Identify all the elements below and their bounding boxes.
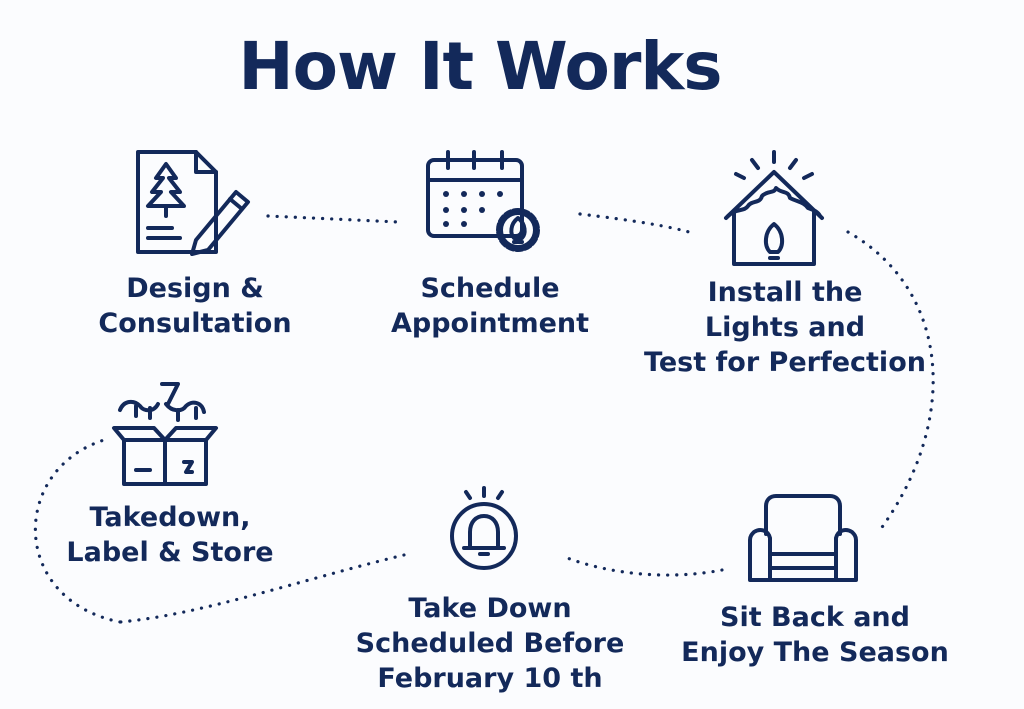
connector-takedown-to-store	[118, 553, 406, 624]
connector-install-to-sitback	[846, 230, 935, 532]
step-label-store: Takedown, Label & Store	[66, 502, 274, 568]
connector-schedule-to-install	[578, 212, 698, 236]
calendar-bulb-gear-icon	[426, 150, 540, 252]
connector-design-to-schedule	[266, 214, 400, 224]
storage-box-lights-icon	[112, 382, 218, 486]
page-title: How It Works	[238, 28, 722, 105]
connector-sitback-to-takedown	[560, 554, 724, 577]
house-lightbulb-icon	[724, 150, 824, 266]
step-label-schedule: Schedule Appointment	[390, 273, 590, 339]
bell-icon	[450, 486, 518, 570]
step-label-design: Design & Consultation	[98, 273, 292, 339]
document-pencil-tree-icon	[136, 150, 250, 256]
armchair-icon	[748, 494, 858, 582]
step-label-sitback: Sit Back and Enjoy The Season	[681, 602, 949, 668]
step-label-takedown: Take Down Scheduled Before February 10 t…	[355, 593, 625, 694]
step-label-install: Install the Lights and Test for Perfecti…	[644, 277, 926, 378]
